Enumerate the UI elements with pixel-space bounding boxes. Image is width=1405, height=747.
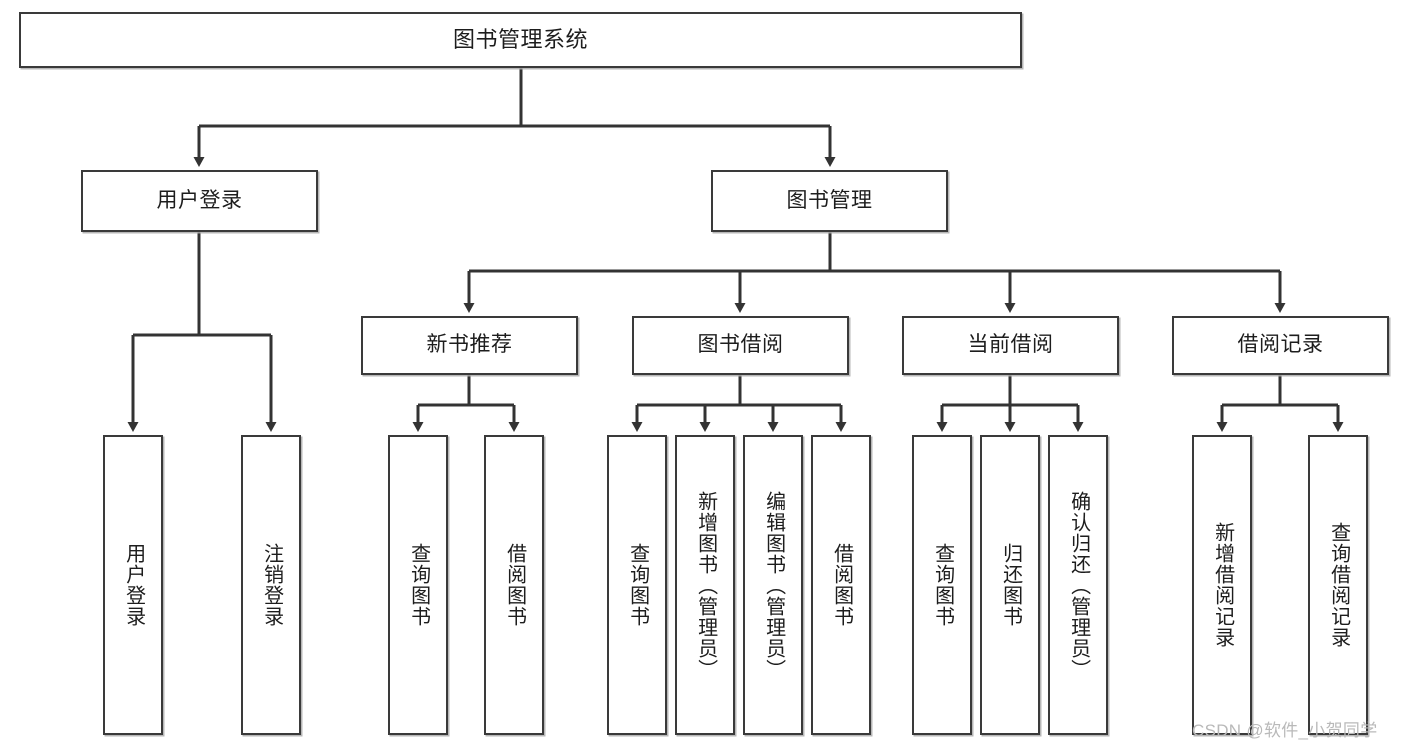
node-root-label: 图书管理系统: [452, 27, 588, 53]
node-leaf-borrow-book-b[interactable]: 借阅图书: [811, 435, 871, 735]
node-leaf-return-book-label: 归还图书: [999, 543, 1022, 627]
node-leaf-query-book-c[interactable]: 查询图书: [912, 435, 972, 735]
node-leaf-query-book-b-label: 查询图书: [626, 543, 649, 627]
node-leaf-add-book[interactable]: 新增图书（管理员）: [675, 435, 735, 735]
node-leaf-add-record-label: 新增借阅记录: [1211, 522, 1234, 648]
node-new-book-rec-label: 新书推荐: [426, 333, 513, 357]
node-leaf-query-book-rec-label: 查询图书: [407, 543, 430, 627]
node-leaf-confirm-return[interactable]: 确认归还（管理员）: [1048, 435, 1108, 735]
node-user-login[interactable]: 用户登录: [81, 170, 318, 232]
node-leaf-query-book-b[interactable]: 查询图书: [607, 435, 667, 735]
node-leaf-query-book-c-label: 查询图书: [931, 543, 954, 627]
node-leaf-confirm-return-label: 确认归还（管理员）: [1067, 490, 1090, 680]
node-leaf-logout[interactable]: 注销登录: [241, 435, 301, 735]
node-book-manage-label: 图书管理: [786, 188, 873, 212]
node-leaf-query-book-rec[interactable]: 查询图书: [388, 435, 448, 735]
node-leaf-user-login[interactable]: 用户登录: [103, 435, 163, 735]
node-leaf-borrow-book-rec-label: 借阅图书: [503, 543, 526, 627]
node-current-borrow-label: 当前借阅: [967, 333, 1054, 357]
node-borrow-record[interactable]: 借阅记录: [1172, 316, 1389, 375]
node-leaf-borrow-book-rec[interactable]: 借阅图书: [484, 435, 544, 735]
node-root[interactable]: 图书管理系统: [19, 12, 1022, 68]
node-leaf-return-book[interactable]: 归还图书: [980, 435, 1040, 735]
node-book-borrow-label: 图书借阅: [697, 333, 784, 357]
node-book-manage[interactable]: 图书管理: [711, 170, 948, 232]
node-current-borrow[interactable]: 当前借阅: [902, 316, 1119, 375]
node-leaf-user-login-label: 用户登录: [122, 543, 145, 627]
node-new-book-rec[interactable]: 新书推荐: [361, 316, 578, 375]
node-leaf-query-record[interactable]: 查询借阅记录: [1308, 435, 1368, 735]
node-leaf-edit-book-label: 编辑图书（管理员）: [762, 490, 785, 680]
node-leaf-query-record-label: 查询借阅记录: [1327, 522, 1350, 648]
node-leaf-edit-book[interactable]: 编辑图书（管理员）: [743, 435, 803, 735]
node-leaf-logout-label: 注销登录: [260, 543, 283, 627]
csdn-watermark: CSDN @软件_小贺同学: [1192, 721, 1378, 740]
node-user-login-label: 用户登录: [156, 188, 243, 212]
node-borrow-record-label: 借阅记录: [1237, 333, 1324, 357]
node-book-borrow[interactable]: 图书借阅: [632, 316, 849, 375]
node-leaf-borrow-book-b-label: 借阅图书: [830, 543, 853, 627]
node-leaf-add-book-label: 新增图书（管理员）: [694, 490, 717, 680]
node-leaf-add-record[interactable]: 新增借阅记录: [1192, 435, 1252, 735]
